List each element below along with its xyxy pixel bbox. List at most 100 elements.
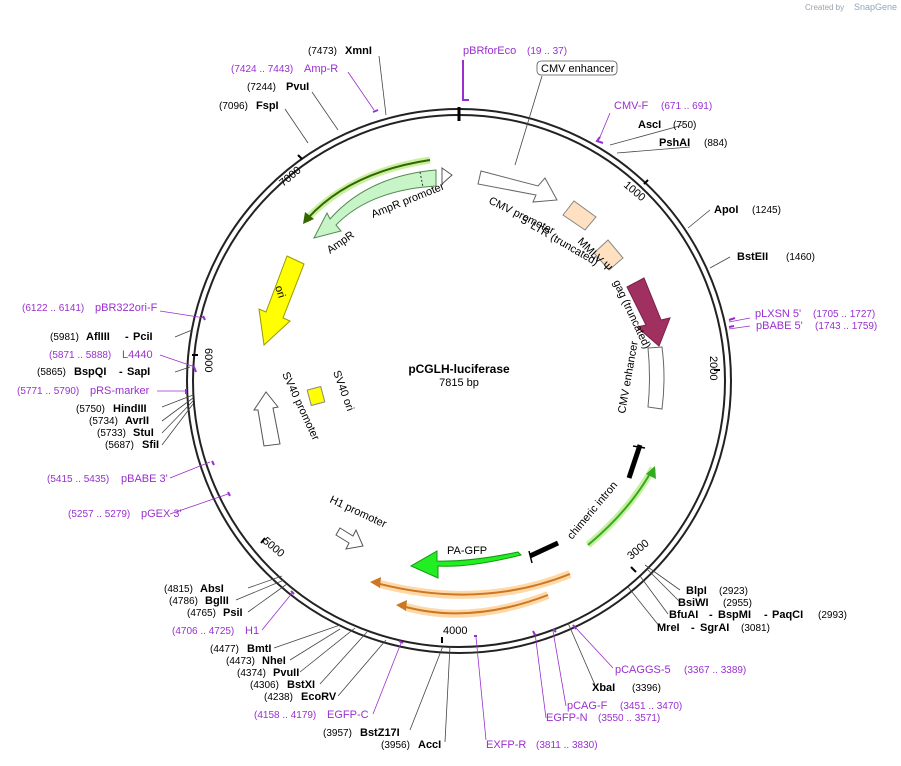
site-nhei-name[interactable]: NheI	[262, 655, 286, 667]
ltr-block[interactable]	[562, 200, 597, 231]
primer-ampr-name[interactable]: Amp-R	[304, 63, 338, 75]
orange-arrow-2-head	[396, 600, 407, 611]
site-pvuii-name[interactable]: PvuII	[273, 667, 299, 679]
primer-l4440-name[interactable]: L4440	[122, 349, 153, 361]
site-xbai-name[interactable]: XbaI	[592, 682, 615, 694]
site-pcii-name[interactable]: PciI	[133, 331, 153, 343]
primer-pbabe3-name[interactable]: pBABE 3'	[121, 473, 168, 485]
site-pcii-dash: -	[125, 331, 129, 343]
primer-pbr322ori-range: (6122 .. 6141)	[22, 303, 84, 314]
mmlv-block[interactable]	[593, 239, 624, 271]
primer-cmvf-range: (671 .. 691)	[661, 101, 712, 112]
site-acci-name[interactable]: AccI	[418, 739, 441, 751]
site-stui-name[interactable]: StuI	[133, 427, 154, 439]
site-blpi-name[interactable]: BlpI	[686, 585, 707, 597]
cmv-enhancer-label: CMV enhancer	[616, 340, 641, 415]
site-bsiwi-name[interactable]: BsiWI	[678, 597, 709, 609]
primer-plxsn5-name[interactable]: pLXSN 5'	[755, 308, 801, 320]
site-bglii-num: (4786)	[169, 596, 198, 607]
ampr-promoter-head[interactable]	[441, 167, 453, 186]
cmv-enhancer-box	[536, 60, 618, 76]
chimeric-intron-arrow[interactable]	[587, 469, 653, 546]
orange-arrow-2[interactable]	[401, 594, 549, 615]
site-psii-name[interactable]: PsiI	[223, 607, 243, 619]
primer-egfpc-range: (4158 .. 4179)	[254, 710, 316, 721]
site-sfii-name[interactable]: SfiI	[142, 439, 159, 451]
cmv-enhancer-box-label[interactable]: CMV enhancer	[541, 63, 615, 75]
primer-pgex3-name[interactable]: pGEX 3'	[141, 508, 182, 520]
orange-arrow-1[interactable]	[375, 573, 571, 596]
plasmid-name[interactable]: pCGLH-luciferase	[408, 362, 510, 376]
site-sapi-name[interactable]: SapI	[127, 366, 150, 378]
site-mrei-name[interactable]: MreI	[657, 622, 680, 634]
primer-egfpn-name[interactable]: EGFP-N	[546, 712, 588, 724]
sv40-promoter-arrow[interactable]	[253, 391, 281, 447]
site-pvui-num: (7244)	[247, 82, 276, 93]
site-bspmi-name[interactable]: BspMI	[718, 609, 751, 621]
site-blpi-num: (2923)	[719, 586, 748, 597]
primer-pbrforeco-name[interactable]: pBRforEco	[463, 45, 516, 57]
site-bstz17i-name[interactable]: BstZ17I	[360, 727, 400, 739]
primer-pcagf-name[interactable]: pCAG-F	[567, 700, 608, 712]
site-bsteii-name[interactable]: BstEII	[737, 251, 768, 263]
site-xmni-num: (7473)	[308, 46, 337, 57]
primer-prsmarker-range: (5771 .. 5790)	[17, 386, 79, 397]
site-bfuai-num: (2993)	[818, 610, 847, 621]
h1-promoter-arrow[interactable]	[335, 527, 364, 550]
site-asci-name[interactable]: AscI	[638, 119, 661, 131]
site-hindiii-num: (5750)	[76, 404, 105, 415]
pagfp-arrow[interactable]	[409, 550, 522, 579]
site-mrei-num: (3081)	[741, 623, 770, 634]
ampr-arrow[interactable]	[313, 169, 437, 239]
primer-pcaggs5-name[interactable]: pCAGGS-5	[615, 664, 671, 676]
cmv-promoter-arrow[interactable]	[477, 170, 558, 203]
site-bsteii-num: (1460)	[786, 252, 815, 263]
site-acci-num: (3956)	[381, 740, 410, 751]
gag-arrow[interactable]	[626, 277, 671, 347]
site-hindiii-name[interactable]: HindIII	[113, 403, 147, 415]
tick-label-3000: 3000	[625, 537, 651, 562]
ori-label: ori	[272, 284, 287, 299]
site-fspi-name[interactable]: FspI	[256, 100, 279, 112]
site-ecorv-name[interactable]: EcoRV	[301, 691, 337, 703]
site-sgrai-name[interactable]: SgrAI	[700, 622, 729, 634]
chimeric-intron-head	[646, 466, 656, 479]
primer-l4440-range: (5871 .. 5888)	[49, 350, 111, 361]
h1-promoter-label: H1 promoter	[328, 494, 389, 531]
site-bglii-name[interactable]: BglII	[205, 595, 229, 607]
sv40-ori-block[interactable]	[306, 385, 326, 407]
primer-pbabe5-name[interactable]: pBABE 5'	[756, 320, 803, 332]
site-avrii-name[interactable]: AvrII	[125, 415, 149, 427]
primer-h1-range: (4706 .. 4725)	[172, 626, 234, 637]
primer-prsmarker-name[interactable]: pRS-marker	[90, 385, 150, 397]
primer-leader-lines	[157, 71, 751, 741]
ampr-promoter-divider	[419, 171, 424, 188]
site-apoi-num: (1245)	[752, 205, 781, 216]
site-bfuai-name[interactable]: BfuAI	[669, 609, 698, 621]
plasmid-size: 7815 bp	[439, 377, 479, 389]
site-sfii-num: (5687)	[105, 440, 134, 451]
primer-exfpr-name[interactable]: EXFP-R	[486, 739, 526, 751]
primer-cmvf-name[interactable]: CMV-F	[614, 100, 649, 112]
top-green-arrow[interactable]	[307, 159, 431, 219]
site-bstxi-name[interactable]: BstXI	[287, 679, 315, 691]
site-paqci-name[interactable]: PaqCI	[772, 609, 803, 621]
site-aflii-name[interactable]: AflIII	[86, 331, 110, 343]
primer-pbr322ori-name[interactable]: pBR322ori-F	[95, 302, 158, 314]
black-segment-1	[626, 444, 643, 479]
primer-egfpc-name[interactable]: EGFP-C	[327, 709, 369, 721]
site-bspqi-name[interactable]: BspQI	[74, 366, 106, 378]
ori-arrow[interactable]	[258, 255, 305, 347]
site-pvui-name[interactable]: PvuI	[286, 81, 309, 93]
site-pshai-name[interactable]: PshAI	[659, 137, 690, 149]
site-xmni-name[interactable]: XmnI	[345, 45, 372, 57]
site-pvuii-num: (4374)	[237, 668, 266, 679]
primer-pgex3-range: (5257 .. 5279)	[68, 509, 130, 520]
site-bmti-name[interactable]: BmtI	[247, 643, 271, 655]
site-apoi-name[interactable]: ApoI	[714, 204, 738, 216]
cmv-enhancer-block[interactable]	[647, 346, 665, 410]
black-segment-2	[528, 540, 560, 559]
site-absi-name[interactable]: AbsI	[200, 583, 224, 595]
primer-h1-name[interactable]: H1	[245, 625, 259, 637]
